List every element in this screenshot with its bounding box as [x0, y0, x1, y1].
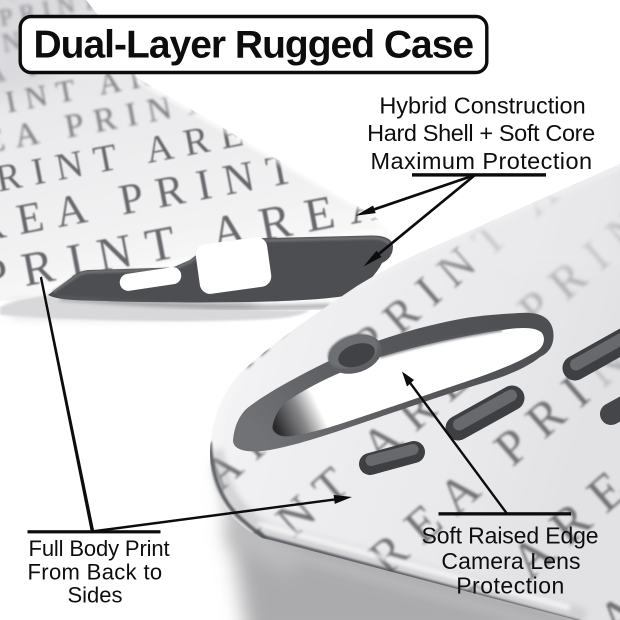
svg-text:From Back to: From Back to	[27, 560, 162, 585]
svg-text:Protection: Protection	[456, 573, 565, 599]
svg-text:Sides: Sides	[67, 583, 122, 608]
svg-text:Soft Raised Edge: Soft Raised Edge	[422, 523, 599, 549]
svg-text:Hybrid Construction: Hybrid Construction	[379, 93, 585, 119]
svg-text:Hard Shell + Soft Core: Hard Shell + Soft Core	[367, 120, 595, 146]
svg-text:Dual-Layer Rugged Case: Dual-Layer Rugged Case	[34, 24, 474, 67]
svg-text:Full Body Print: Full Body Print	[29, 536, 170, 561]
svg-text:Camera Lens: Camera Lens	[441, 548, 580, 574]
svg-text:Maximum Protection: Maximum Protection	[371, 148, 593, 174]
